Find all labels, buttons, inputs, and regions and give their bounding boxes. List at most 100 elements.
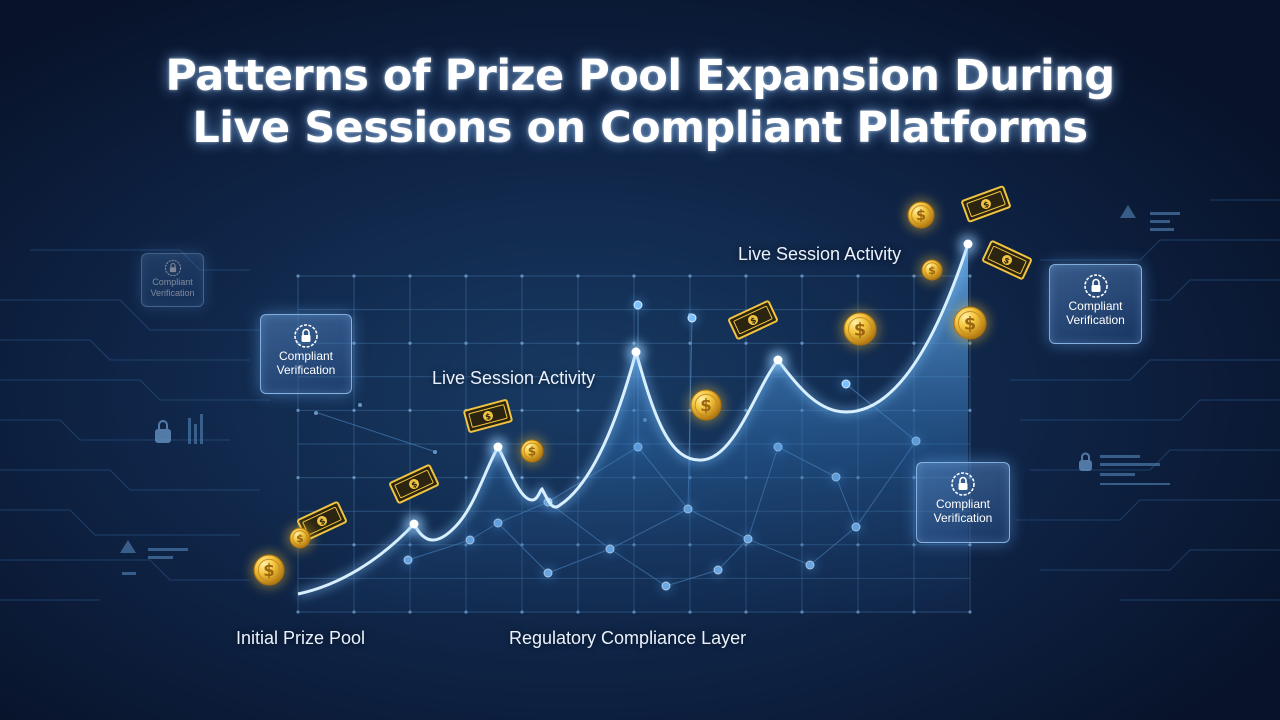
badge-line-2: Verification <box>150 288 195 298</box>
grid-node <box>352 476 356 480</box>
coin-symbol: $ <box>854 320 866 340</box>
peak-marker <box>493 442 503 452</box>
tech-glyphs <box>120 205 1180 575</box>
peak-marker <box>963 239 973 249</box>
network-dot <box>314 411 318 415</box>
grid-node <box>744 274 748 278</box>
prize-pool-curve <box>297 243 970 596</box>
grid-node <box>408 341 412 345</box>
dollar-bill-icon: $ <box>961 185 1011 223</box>
grid-node <box>520 341 524 345</box>
svg-text:$: $ <box>410 479 419 490</box>
svg-text:$: $ <box>1002 255 1011 266</box>
grid-node <box>856 274 860 278</box>
verification-seal-icon <box>164 259 181 277</box>
grid-node <box>576 476 580 480</box>
verification-seal-icon <box>951 472 975 496</box>
grid-node <box>520 274 524 278</box>
badge-line-2: Verification <box>933 511 993 525</box>
network-dot <box>688 313 692 317</box>
badge-line-1: Compliant <box>152 277 193 287</box>
grid-node <box>352 408 356 412</box>
coin-symbol: $ <box>296 532 304 545</box>
grid-node <box>520 408 524 412</box>
coin-symbol: $ <box>964 314 976 334</box>
coin-rim <box>694 393 718 417</box>
verification-seal-icon <box>1083 274 1108 298</box>
coin-rim <box>957 310 983 336</box>
circuit-lines-right <box>1010 199 1280 601</box>
coin-symbol: $ <box>528 444 536 458</box>
svg-text:$: $ <box>318 516 327 527</box>
coin-rim <box>257 558 281 582</box>
compliant-verification-badge-far-left: Compliant Verification <box>141 253 204 307</box>
dollar-bill-icon: $ <box>389 464 439 504</box>
grid-node <box>968 610 972 614</box>
dollar-bills: $ $ $ $ $ $ <box>297 185 1032 541</box>
svg-text:$: $ <box>749 315 758 326</box>
grid-node <box>576 274 580 278</box>
regulatory-compliance-label: Regulatory Compliance Layer <box>509 628 747 648</box>
dollar-bill-icon: $ <box>982 240 1032 280</box>
compliant-verification-badge-right-top: Compliant Verification <box>1049 264 1142 344</box>
live-session-label-upper: Live Session Activity <box>738 244 902 264</box>
coin-symbol: $ <box>928 264 936 277</box>
compliant-verification-badge-right-bottom: Compliant Verification <box>916 462 1010 543</box>
title-line-2: Live Sessions on Compliant Platforms <box>192 103 1088 153</box>
grid-node <box>968 274 972 278</box>
grid-node <box>408 274 412 278</box>
peak-marker <box>409 519 419 529</box>
grid-node <box>968 543 972 547</box>
badge-line-2: Verification <box>276 363 336 377</box>
initial-prize-pool-label: Initial Prize Pool <box>236 628 366 648</box>
coin-rim <box>292 530 308 546</box>
coin-symbol: $ <box>263 561 274 580</box>
grid-node <box>800 341 804 345</box>
grid-node <box>912 274 916 278</box>
dollar-bill-icon: $ <box>728 300 778 340</box>
page-title: Patterns of Prize Pool Expansion During … <box>0 50 1280 154</box>
coin-rim <box>924 262 940 278</box>
grid-node <box>688 341 692 345</box>
curve-peak-markers <box>404 234 978 534</box>
grid-node <box>408 408 412 412</box>
circuit-lines-left <box>0 249 270 601</box>
verification-seal-icon <box>294 324 318 348</box>
coin-rim <box>847 316 873 342</box>
grid-node <box>352 341 356 345</box>
grid-node <box>576 408 580 412</box>
badge-line-1: Compliant <box>935 497 991 511</box>
title-line-1: Patterns of Prize Pool Expansion During <box>165 51 1115 101</box>
grid-node <box>464 274 468 278</box>
grid-node <box>968 408 972 412</box>
compliant-verification-badge-left: Compliant Verification <box>260 314 352 394</box>
grid-node <box>352 274 356 278</box>
dollar-coins: $ $ $ $ $ $ $ $ <box>250 198 990 589</box>
grid-node <box>688 274 692 278</box>
live-session-label-mid: Live Session Activity <box>432 368 596 388</box>
peak-marker <box>773 355 783 365</box>
badge-line-2: Verification <box>1066 313 1125 327</box>
coin-rim <box>523 442 541 460</box>
grid-node <box>296 274 300 278</box>
network-dot <box>358 403 362 407</box>
grid-node <box>576 341 580 345</box>
coin-rim <box>911 205 931 225</box>
lock-icon <box>1079 452 1092 471</box>
dollar-bill-icon: $ <box>463 399 513 433</box>
grid-node <box>464 476 468 480</box>
coin-symbol: $ <box>700 396 711 415</box>
grid-node <box>352 543 356 547</box>
network-node <box>633 300 643 310</box>
grid-node <box>296 408 300 412</box>
svg-text:$: $ <box>982 199 991 210</box>
grid-node <box>520 476 524 480</box>
grid-node <box>464 341 468 345</box>
coin-symbol: $ <box>916 208 926 224</box>
lock-icon <box>155 420 171 443</box>
grid-node <box>912 341 916 345</box>
badge-line-1: Compliant <box>278 349 334 363</box>
network-edge <box>317 412 437 453</box>
